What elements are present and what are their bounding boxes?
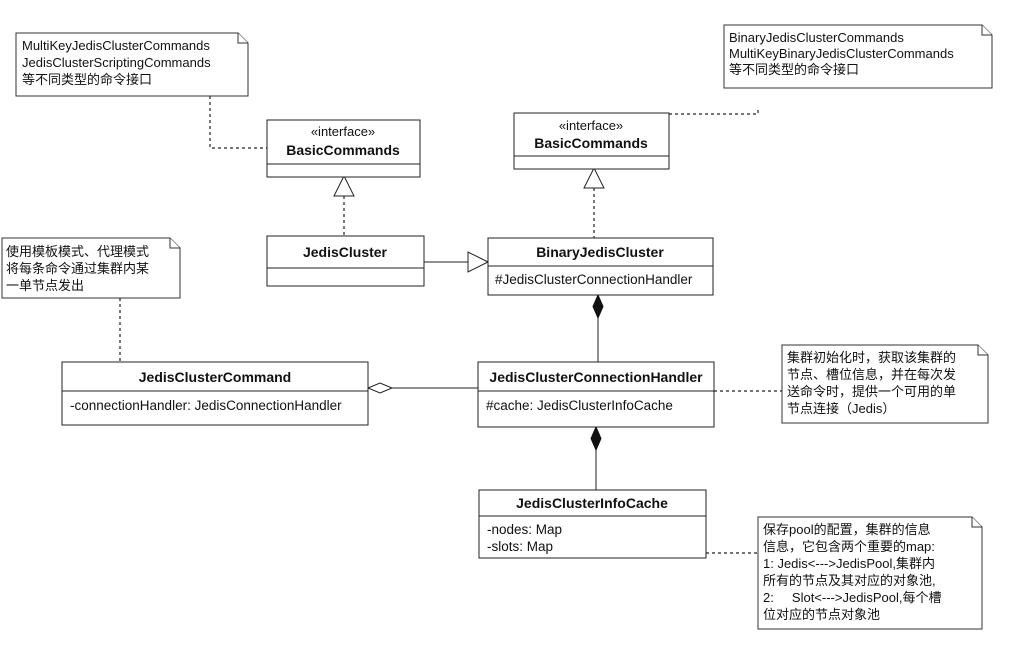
class-basic-commands-right[interactable]: «interface» BasicCommands: [513, 112, 670, 170]
class-attribute: #JedisClusterConnectionHandler: [495, 272, 693, 287]
class-name: JedisClusterCommand: [139, 369, 291, 385]
note-left-interfaces[interactable]: MultiKeyJedisClusterCommands JedisCluste…: [15, 32, 249, 97]
note-anchor-left-interfaces: [209, 96, 267, 149]
note-line: BinaryJedisClusterCommands: [729, 30, 904, 45]
note-line: 所有的节点及其对应的对象池,: [763, 573, 936, 588]
note-line: 送命令时，提供一个可用的单: [787, 384, 956, 399]
note-line: 等不同类型的命令接口: [729, 62, 859, 77]
note-line: 节点、槽位信息，并在每次发: [787, 367, 956, 382]
composition-diamond-handler: [590, 425, 602, 452]
composition-diamond-binary: [592, 293, 604, 320]
class-name: BasicCommands: [286, 142, 400, 158]
class-attribute: -nodes: Map: [487, 522, 562, 537]
note-line: 将每条命令通过集群内某: [6, 261, 149, 276]
class-name: JedisCluster: [303, 244, 388, 260]
note-line: MultiKeyBinaryJedisClusterCommands: [729, 46, 954, 61]
note-line: MultiKeyJedisClusterCommands: [22, 38, 210, 53]
note-line: 1: Jedis<--->JedisPool,集群内: [763, 556, 935, 571]
note-line: 位对应的节点对象池: [763, 607, 880, 622]
note-info-cache[interactable]: 保存pool的配置，集群的信息 信息，它包含两个重要的map: 1: Jedis…: [757, 516, 983, 630]
connectors: [119, 96, 782, 554]
class-attribute: #cache: JedisClusterInfoCache: [486, 398, 673, 413]
class-jedis-cluster-command[interactable]: JedisClusterCommand -connectionHandler: …: [61, 361, 369, 426]
class-jedis-cluster[interactable]: JedisCluster: [266, 235, 425, 287]
stereotype-label: «interface»: [311, 124, 375, 139]
realization-arrowhead-left: [333, 174, 355, 197]
class-name: JedisClusterInfoCache: [516, 495, 668, 511]
note-line: 节点连接（Jedis）: [787, 401, 895, 416]
class-attribute: -connectionHandler: JedisConnectionHandl…: [70, 398, 342, 413]
note-line: 一单节点发出: [6, 278, 84, 293]
realization-arrowhead-right: [583, 166, 605, 189]
class-binary-jedis-cluster[interactable]: BinaryJedisCluster #JedisClusterConnecti…: [487, 237, 714, 296]
class-jedis-cluster-connection-handler[interactable]: JedisClusterConnectionHandler #cache: Je…: [477, 361, 715, 428]
generalization-arrowhead: [467, 251, 490, 273]
class-jedis-cluster-info-cache[interactable]: JedisClusterInfoCache -nodes: Map -slots…: [478, 489, 707, 559]
note-anchor-right-interfaces: [668, 110, 759, 115]
stereotype-label: «interface»: [559, 118, 623, 133]
note-right-interfaces[interactable]: BinaryJedisClusterCommands MultiKeyBinar…: [723, 24, 993, 89]
note-line: 信息，它包含两个重要的map:: [763, 539, 935, 554]
class-basic-commands-left[interactable]: «interface» BasicCommands: [266, 119, 421, 178]
note-line: 保存pool的配置，集群的信息: [763, 522, 931, 537]
class-name: BinaryJedisCluster: [536, 244, 664, 260]
note-line: 2: Slot<--->JedisPool,每个槽: [763, 590, 941, 605]
note-line: 集群初始化时，获取该集群的: [787, 350, 956, 365]
class-name: BasicCommands: [534, 135, 648, 151]
note-line: 等不同类型的命令接口: [22, 72, 152, 87]
aggregation-diamond: [366, 382, 394, 394]
note-template-proxy[interactable]: 使用模板模式、代理模式 将每条命令通过集群内某 一单节点发出: [1, 237, 181, 299]
class-name: JedisClusterConnectionHandler: [489, 369, 703, 385]
note-line: JedisClusterScriptingCommands: [22, 55, 211, 70]
note-connection-handler[interactable]: 集群初始化时，获取该集群的 节点、槽位信息，并在每次发 送命令时，提供一个可用的…: [781, 344, 989, 424]
note-line: 使用模板模式、代理模式: [6, 244, 149, 259]
class-attribute: -slots: Map: [487, 539, 553, 554]
